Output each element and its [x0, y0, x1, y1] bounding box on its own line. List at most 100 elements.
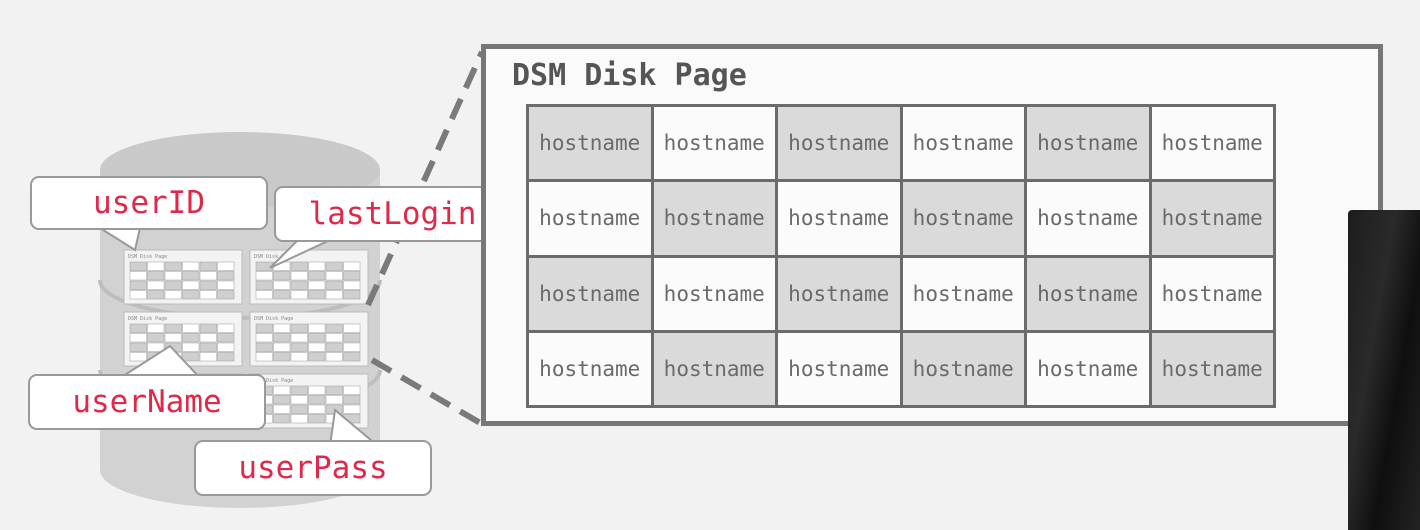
- grid-cell: hostname: [902, 107, 1024, 180]
- mini-disk-page: DSM Disk Page: [249, 373, 369, 429]
- mini-grid-cell: [164, 271, 182, 281]
- mini-disk-page: DSM Disk Page: [249, 311, 369, 367]
- mini-grid-cell: [343, 404, 361, 414]
- callout-userid: userID: [30, 176, 268, 230]
- grid-cell: hostname: [653, 257, 775, 330]
- mini-grid-cell: [255, 342, 273, 352]
- mini-grid-cell: [308, 414, 326, 424]
- mini-grid-cell: [273, 385, 291, 395]
- page-title: DSM Disk Page: [512, 58, 747, 93]
- mini-grid-cell: [217, 342, 235, 352]
- zoom-line-top: [365, 50, 485, 307]
- mini-grid-cell: [255, 352, 273, 362]
- grid-cell: hostname: [902, 257, 1024, 330]
- grid-cell: hostname: [653, 332, 775, 405]
- mini-grid-cell: [308, 404, 326, 414]
- mini-grid-cell: [273, 404, 291, 414]
- mini-grid-cell: [308, 333, 326, 343]
- mini-grid-cell: [325, 323, 343, 333]
- mini-grid-cell: [325, 290, 343, 300]
- mini-grid-cell: [182, 342, 200, 352]
- mini-grid-cell: [182, 271, 200, 281]
- callout-username: userName: [28, 374, 266, 430]
- mini-grid-cell: [308, 290, 326, 300]
- mini-page-label: DSM Disk Page: [128, 316, 167, 322]
- mini-grid-cell: [325, 333, 343, 343]
- mini-grid-cell: [199, 280, 217, 290]
- callout-lastlogin: lastLogin: [274, 186, 511, 242]
- mini-grid-cell: [164, 280, 182, 290]
- mini-grid-cell: [273, 414, 291, 424]
- mini-grid-cell: [290, 385, 308, 395]
- mini-grid-cell: [290, 261, 308, 271]
- mini-disk-page: DSM Disk Page: [123, 311, 243, 367]
- mini-grid-cell: [290, 323, 308, 333]
- mini-grid-cell: [255, 271, 273, 281]
- mini-grid-cell: [325, 395, 343, 405]
- mini-grid-cell: [273, 352, 291, 362]
- mini-grid-cell: [147, 333, 165, 343]
- mini-grid-cell: [217, 290, 235, 300]
- grid-cell: hostname: [778, 107, 900, 180]
- mini-grid-cell: [147, 342, 165, 352]
- mini-grid-cell: [290, 395, 308, 405]
- mini-grid-cell: [199, 342, 217, 352]
- grid-cell: hostname: [1027, 332, 1149, 405]
- mini-grid-cell: [129, 280, 147, 290]
- mini-page-label: DSM Disk Page: [254, 316, 293, 322]
- grid-cell: hostname: [529, 332, 651, 405]
- mini-page-label: DSM Disk Page: [254, 254, 293, 260]
- mini-grid-cell: [199, 352, 217, 362]
- mini-grid-cell: [290, 333, 308, 343]
- mini-grid-cell: [217, 280, 235, 290]
- mini-grid-cell: [199, 261, 217, 271]
- mini-grid-cell: [308, 385, 326, 395]
- mini-grid-cell: [290, 414, 308, 424]
- callout-userid-text: userID: [93, 185, 205, 221]
- mini-page-label: DSM Disk Page: [254, 378, 293, 384]
- mini-grid-cell: [325, 352, 343, 362]
- mini-grid-cell: [325, 271, 343, 281]
- mini-grid-cell: [308, 271, 326, 281]
- grid-cell: hostname: [1151, 107, 1273, 180]
- mini-grid-cell: [182, 261, 200, 271]
- mini-grid-cell: [343, 323, 361, 333]
- mini-grid-cell: [129, 290, 147, 300]
- mini-grid-cell: [308, 280, 326, 290]
- grid-cell: hostname: [1027, 257, 1149, 330]
- mini-grid-cell: [164, 323, 182, 333]
- mini-grid-cell: [308, 261, 326, 271]
- mini-grid-cell: [325, 342, 343, 352]
- mini-grid-cell: [147, 280, 165, 290]
- zoom-line-bottom: [370, 357, 484, 427]
- mini-grid-cell: [129, 333, 147, 343]
- mini-grid-cell: [343, 271, 361, 281]
- mini-grid-cell: [255, 280, 273, 290]
- mini-grid-cell: [343, 342, 361, 352]
- grid-cell: hostname: [1027, 182, 1149, 255]
- grid-cell: hostname: [529, 182, 651, 255]
- grid-cell: hostname: [1151, 332, 1273, 405]
- mini-grid-cell: [290, 271, 308, 281]
- mini-grid-cell: [290, 352, 308, 362]
- grid-cell: hostname: [1027, 107, 1149, 180]
- grid-cell: hostname: [529, 257, 651, 330]
- mini-disk-page: DSM Disk Page: [249, 249, 369, 305]
- mini-grid-cell: [182, 352, 200, 362]
- grid-cell: hostname: [778, 332, 900, 405]
- grid-cell: hostname: [902, 182, 1024, 255]
- mini-grid-cell: [308, 395, 326, 405]
- mini-grid-cell: [343, 352, 361, 362]
- mini-grid-cell: [273, 395, 291, 405]
- mini-grid-cell: [273, 342, 291, 352]
- mini-grid-cell: [199, 333, 217, 343]
- mini-grid-cell: [199, 290, 217, 300]
- mini-grid-cell: [273, 271, 291, 281]
- mini-grid-cell: [217, 323, 235, 333]
- mini-grid-cell: [129, 323, 147, 333]
- callout-lastlogin-text: lastLogin: [308, 196, 477, 232]
- grid-cell: hostname: [778, 182, 900, 255]
- mini-grid-cell: [290, 290, 308, 300]
- camera-overlay: [1348, 210, 1420, 530]
